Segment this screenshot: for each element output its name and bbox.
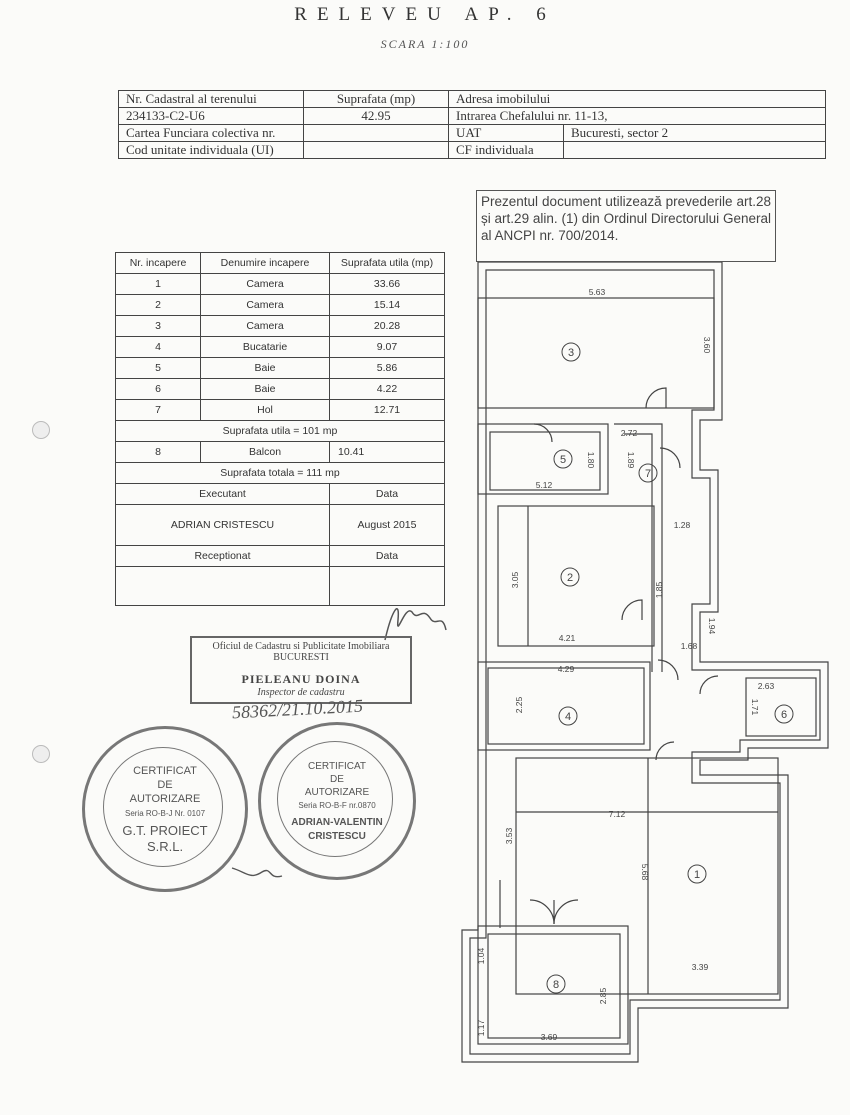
seal-adrian-cristescu: CERTIFICAT DE AUTORIZARE Seria RO-B-F nr… xyxy=(258,722,416,880)
room-number: 8 xyxy=(553,979,559,991)
dimension-label: 1.17 xyxy=(476,1019,486,1036)
dimension-label: 2.63 xyxy=(758,681,775,691)
dimension-label: 5.12 xyxy=(536,480,553,490)
room-number: 7 xyxy=(645,468,651,480)
dimension-label: 1.68 xyxy=(681,641,698,651)
dimension-label: 5.68 xyxy=(640,864,650,881)
dimension-label: 3.60 xyxy=(702,337,712,354)
punch-hole xyxy=(32,745,50,763)
table-row: Cartea Funciara colectiva nr. UAT Bucure… xyxy=(118,124,826,142)
dimension-label: 1.71 xyxy=(750,699,760,716)
rooms-table: Nr. incapere Denumire incapere Suprafata… xyxy=(115,252,445,606)
dimension-label: 1.80 xyxy=(586,452,596,469)
dimension-label: 1.28 xyxy=(674,520,691,530)
dimension-label: 3.05 xyxy=(510,571,520,588)
dimension-label: 4.21 xyxy=(559,633,576,643)
dimension-label: 5.63 xyxy=(589,287,606,297)
table-row: Cod unitate individuala (UI) CF individu… xyxy=(118,141,826,159)
dimension-label: 1.85 xyxy=(654,581,664,598)
table-row: Suprafata utila = 101 mp xyxy=(115,420,445,442)
cadastral-table: Nr. Cadastral al terenului Suprafata (mp… xyxy=(118,90,826,159)
plan-walls xyxy=(461,261,829,1063)
dimension-label: 2.85 xyxy=(598,987,608,1004)
room-numbers: 3 5 7 2 4 6 1 8 xyxy=(546,342,794,994)
room-number: 6 xyxy=(781,709,787,721)
dimension-label: 1.94 xyxy=(707,618,717,635)
dimension-label: 2.25 xyxy=(514,696,524,713)
room-number: 4 xyxy=(565,711,571,723)
dimension-label: 3.69 xyxy=(541,1032,558,1042)
dimension-label: 4.29 xyxy=(558,664,575,674)
signature xyxy=(231,867,283,878)
table-header-row: Nr. incapere Denumire incapere Suprafata… xyxy=(115,252,445,274)
dimension-label: 7.12 xyxy=(609,809,626,819)
seal-gt-proiect: CERTIFICAT DE AUTORIZARE Seria RO-B-J Nr… xyxy=(82,726,248,892)
dimension-label: 1.89 xyxy=(626,452,636,469)
room-number: 3 xyxy=(568,347,574,359)
room-number: 1 xyxy=(694,869,700,881)
ocpi-stamp: Oficiul de Cadastru si Publicitate Imobi… xyxy=(190,636,412,704)
dimension-label: 1.04 xyxy=(476,947,486,964)
page-title: RELEVEU AP. 6 xyxy=(294,4,556,25)
dimension-labels: 5.63 3.60 2.72 5.12 1.80 1.89 1.28 3.05 … xyxy=(476,287,775,1042)
legal-notice: Prezentul document utilizează prevederil… xyxy=(476,190,776,262)
room-number: 2 xyxy=(567,572,573,584)
table-row: Suprafata totala = 111 mp xyxy=(115,462,445,484)
scale-label: SCARA 1:100 xyxy=(380,37,470,51)
dimension-label: 3.53 xyxy=(504,827,514,844)
dimension-label: 2.72 xyxy=(621,428,638,438)
room-number: 5 xyxy=(560,454,566,466)
signature xyxy=(384,607,447,641)
table-row xyxy=(115,566,445,606)
punch-hole xyxy=(32,421,50,439)
dimension-label: 3.39 xyxy=(692,962,709,972)
